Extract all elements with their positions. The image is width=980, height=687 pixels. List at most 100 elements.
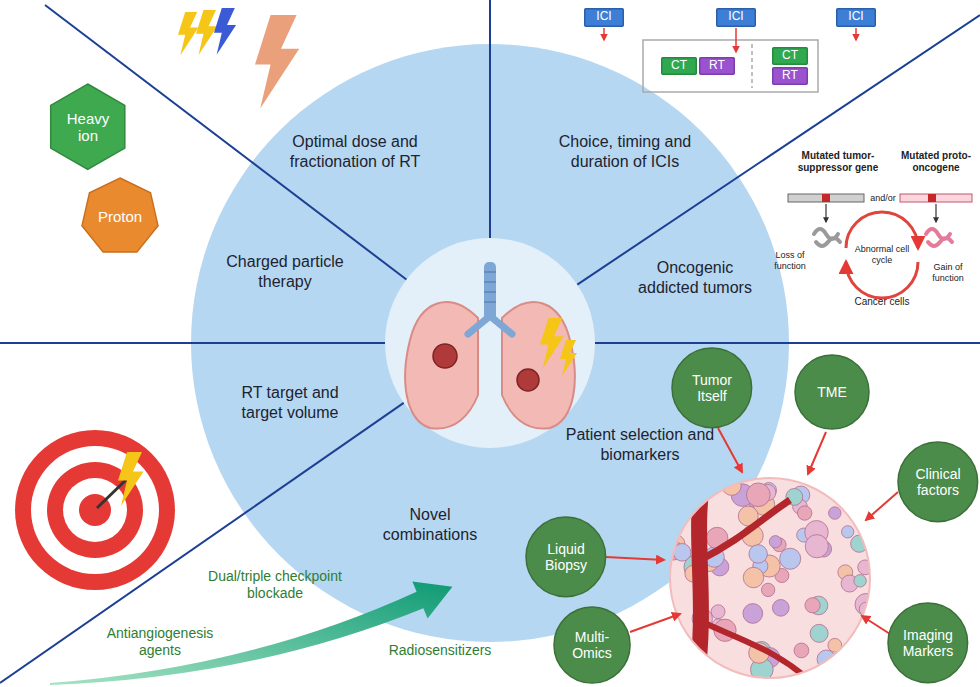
- annotation-label: Mutated tumor-suppressor gene: [781, 150, 896, 174]
- oncogene-illustration: [825, 204, 826, 222]
- lung-illustration: [517, 369, 539, 391]
- divider-lines: [0, 403, 404, 683]
- tumor-cells: [797, 506, 811, 520]
- tumor-cells: [842, 526, 854, 538]
- segment-label: Charged particle therapy: [215, 252, 355, 292]
- oncogene-illustration: [822, 194, 830, 202]
- annotation-label: Mutated proto-oncogene: [894, 150, 978, 174]
- segment-label: Patient selection and biomarkers: [565, 425, 715, 465]
- tumor-cells: [680, 654, 695, 669]
- annotation-label: Abnormal cell cycle: [854, 244, 910, 266]
- radiation-bolts: [255, 15, 299, 109]
- segment-label: Choice, timing and duration of ICIs: [550, 132, 700, 172]
- tumor-cells: [681, 486, 695, 500]
- shape-outline: [888, 603, 968, 683]
- oncogene-illustration: [814, 229, 840, 246]
- oncogene-illustration: [926, 229, 952, 246]
- divider-lines: [0, 342, 385, 344]
- oncogene-illustration: [788, 194, 864, 202]
- shape-outline: [82, 178, 158, 252]
- biomarker-circle: Imaging Markers: [887, 602, 969, 684]
- node-label: CT: [782, 49, 798, 63]
- lung-illustration: [405, 262, 577, 429]
- node-label: Imaging Markers: [896, 627, 960, 659]
- radiation-bolts: [214, 8, 236, 55]
- tumor-cells: [670, 652, 694, 676]
- tumor-cells: [743, 567, 763, 587]
- tumor-cells: [749, 545, 767, 563]
- lung-illustration: [484, 301, 496, 303]
- inner-circle: [385, 238, 595, 448]
- lung-illustration: [560, 340, 577, 376]
- biomarker-circle: Clinical factors: [897, 441, 979, 523]
- ici-box: ICI: [584, 8, 624, 27]
- biomarker-arrows: [866, 492, 898, 520]
- bullseye-target: [15, 430, 175, 590]
- radiation-bolts: [196, 10, 217, 55]
- rt-box: RT: [699, 57, 735, 75]
- oncogene-illustration: [928, 194, 936, 202]
- tumor-cells: [746, 483, 770, 507]
- radiation-bolts: [178, 12, 198, 55]
- tumor-cells: [810, 624, 828, 642]
- segment-label: Optimal dose and fractionation of RT: [280, 132, 430, 172]
- node-label: Heavy ion: [60, 110, 116, 145]
- tumor-cells: [805, 535, 828, 558]
- oncogene-illustration: [846, 212, 918, 298]
- biomarker-circle: TME: [794, 354, 870, 430]
- lung-illustration: [405, 302, 478, 428]
- shape-outline: [554, 607, 630, 683]
- shape-outline: [672, 348, 752, 428]
- lung-illustration: [484, 271, 496, 273]
- node-label: CT: [671, 59, 687, 73]
- shape-outline: [773, 68, 808, 85]
- treatment-sequence: [735, 28, 737, 52]
- ct-box: CT: [661, 57, 697, 75]
- segment-label: Novel combinations: [375, 505, 485, 545]
- node-label: RT: [782, 69, 798, 83]
- particle-hexagon: Heavy ion: [44, 83, 131, 170]
- treatment-sequence: [643, 40, 818, 92]
- node-label: RT: [709, 59, 725, 73]
- annotation-label: Gain of function: [923, 262, 973, 284]
- ici-box: ICI: [836, 8, 876, 27]
- node-label: Liquid Biopsy: [534, 541, 598, 573]
- shape-outline: [700, 58, 735, 75]
- lung-illustration: [484, 291, 496, 293]
- tumor-illustration: [670, 478, 870, 678]
- treatment-sequence: [855, 28, 857, 40]
- shape-outline: [795, 355, 869, 429]
- biomarker-arrows: [630, 614, 680, 632]
- divider-lines: [489, 0, 491, 238]
- lung-illustration: [484, 272, 496, 302]
- node-label: Proton: [98, 208, 142, 225]
- radiation-bolts: [178, 8, 299, 109]
- bullseye-target: [15, 430, 175, 590]
- ici-box: ICI: [716, 8, 756, 27]
- biomarker-circle: Tumor Itself: [671, 347, 753, 429]
- shape-outline: [585, 8, 624, 26]
- shape-outline: [51, 84, 125, 170]
- tumor-cells: [794, 643, 809, 658]
- annotation-label: and/or: [868, 193, 898, 204]
- rt-box: RT: [772, 67, 808, 85]
- treatment-sequence: [603, 28, 605, 40]
- biomarker-arrows: [606, 428, 898, 634]
- particle-heptagon: Proton: [80, 177, 160, 257]
- node-label: Multi-Omics: [562, 629, 622, 661]
- tumor-cells: [772, 600, 789, 617]
- tumor-cells: [851, 651, 873, 673]
- biomarker-circle: Multi-Omics: [553, 606, 631, 684]
- bullseye-target: [118, 452, 144, 506]
- tumor-illustration: [664, 470, 877, 687]
- oncogene-illustration: [788, 194, 972, 298]
- shape-outline: [837, 8, 876, 26]
- annotation-label: Dual/triple checkpoint blockade: [203, 568, 348, 602]
- node-label: ICI: [728, 10, 743, 24]
- oncogene-illustration: [900, 194, 972, 202]
- shape-outline: [526, 517, 606, 597]
- tumor-cells: [780, 548, 801, 569]
- bullseye-target: [31, 446, 159, 574]
